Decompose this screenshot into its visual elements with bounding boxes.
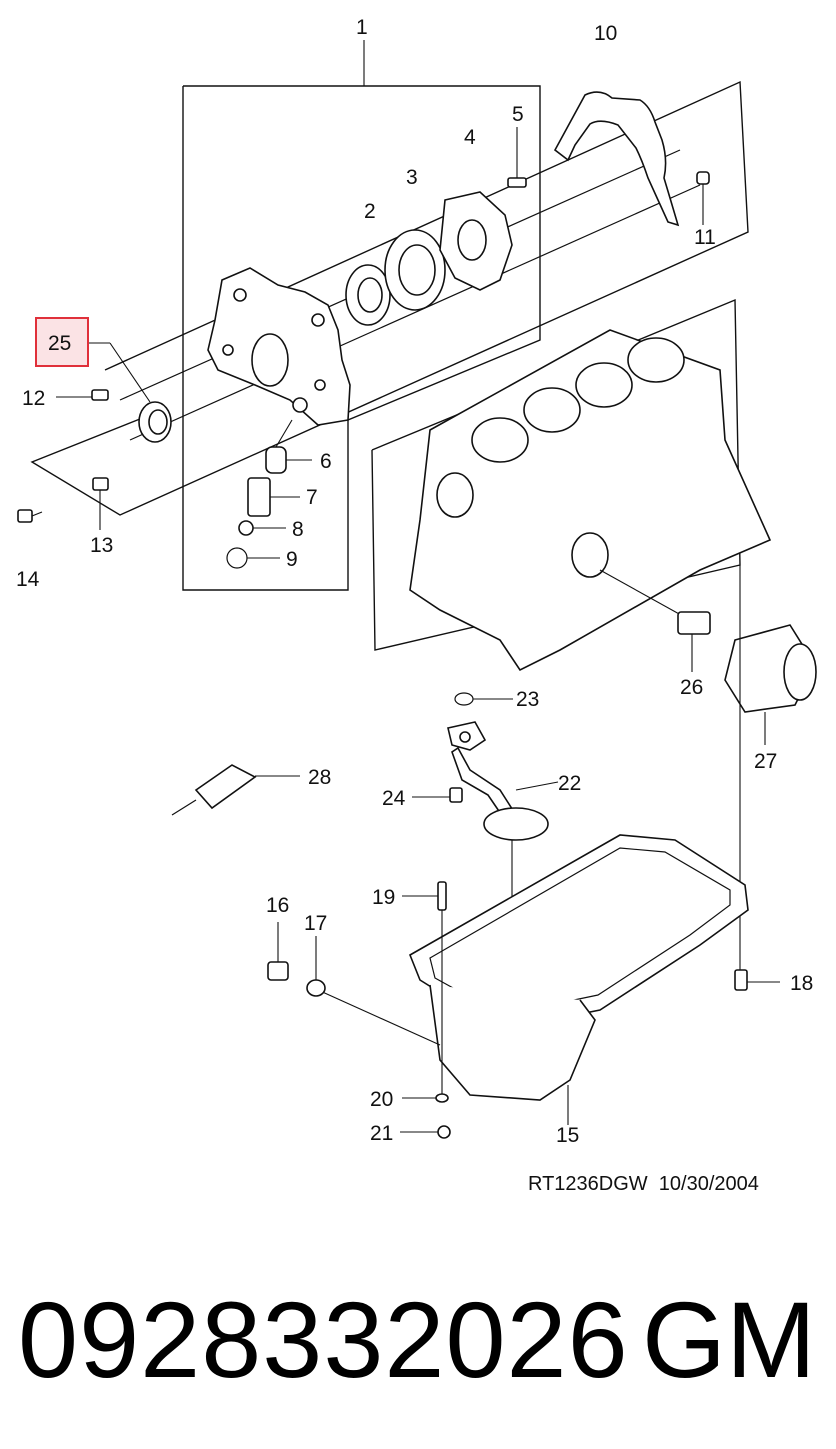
pump-cover-4 — [439, 191, 513, 291]
sealant-tube-28 — [171, 764, 300, 816]
gasket-10 — [553, 91, 680, 227]
callout-27: 27 — [754, 750, 777, 773]
callout-17: 17 — [304, 912, 327, 935]
stud-19 — [402, 881, 447, 1095]
callout-25: 25 — [48, 332, 71, 355]
callout-21: 21 — [370, 1122, 393, 1145]
nut-21 — [400, 1125, 451, 1139]
oil-pan-15 — [317, 834, 749, 1125]
washer-20 — [402, 1093, 449, 1103]
cylinder-block — [409, 329, 772, 672]
callout-23: 23 — [516, 688, 539, 711]
callout-24: 24 — [382, 787, 406, 810]
callout-9: 9 — [286, 548, 298, 571]
diagram-reference: RT1236DGW 10/30/2004 — [528, 1173, 759, 1195]
callout-10: 10 — [594, 22, 617, 45]
screw-5 — [507, 127, 527, 188]
callout-18: 18 — [790, 972, 813, 995]
callout-16: 16 — [266, 894, 289, 917]
callout-12: 12 — [22, 387, 45, 410]
callout-7: 7 — [306, 486, 318, 509]
dowel-11 — [696, 171, 710, 225]
relief-valve-parts — [226, 419, 312, 569]
footer: 0928332026 GM — [0, 1270, 836, 1410]
drain-plug-16 — [267, 922, 289, 981]
oil-pump-body — [207, 267, 351, 426]
callout-labels: 1 2 3 4 5 6 7 8 9 10 11 12 13 14 15 16 1… — [16, 16, 813, 1147]
callout-19: 19 — [372, 886, 395, 909]
oil-filter-connector-26 — [677, 611, 711, 672]
callout-2: 2 — [364, 200, 376, 223]
brand-name: GM — [642, 1279, 816, 1400]
bolts-12-13-14 — [17, 389, 109, 530]
callout-26: 26 — [680, 676, 703, 699]
callout-4: 4 — [464, 126, 476, 149]
callout-13: 13 — [90, 534, 113, 557]
part-number: 0928332026 — [18, 1279, 629, 1400]
callout-8: 8 — [292, 518, 304, 541]
callout-14: 14 — [16, 568, 40, 591]
highlight-box-25 — [35, 317, 89, 367]
bolt-18 — [734, 969, 780, 991]
o-ring-23 — [454, 692, 513, 706]
callout-3: 3 — [406, 166, 418, 189]
callout-5: 5 — [512, 103, 524, 126]
callout-11: 11 — [694, 226, 716, 249]
washer-17 — [306, 936, 326, 997]
callout-22: 22 — [558, 772, 581, 795]
callout-15: 15 — [556, 1124, 579, 1147]
oil-seal-25 — [88, 342, 172, 443]
bolt-24 — [412, 787, 463, 803]
inner-gear-2 — [345, 264, 391, 326]
oil-filter-27 — [724, 624, 817, 745]
callout-1: 1 — [356, 16, 368, 39]
outer-rotor-3 — [384, 229, 446, 311]
callout-6: 6 — [320, 450, 332, 473]
exploded-parts-diagram: 1 2 3 4 5 6 7 8 9 10 11 12 13 14 15 16 1… — [16, 16, 817, 1195]
callout-20: 20 — [370, 1088, 393, 1111]
callout-28: 28 — [308, 766, 331, 789]
